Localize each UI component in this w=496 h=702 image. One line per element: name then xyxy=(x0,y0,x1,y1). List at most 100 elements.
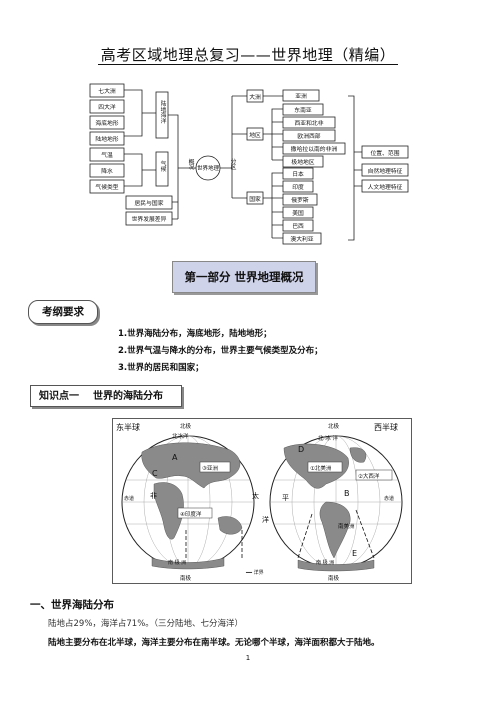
world-geography-concept-map: 七大洲 四大洋 海底地形 陆地地形 气温 降水 气候类型 居民与国家 世界发展差… xyxy=(89,83,409,245)
diagram-shape xyxy=(282,142,346,155)
diagram-shape xyxy=(282,167,314,180)
diagram-label: 南 极 洲 xyxy=(316,559,334,566)
east-hemisphere-label: 东半球 xyxy=(116,422,140,432)
diagram-label: 亚洲 xyxy=(295,93,307,100)
diagram-label: A xyxy=(172,453,178,462)
page-title: 高考区域地理总复习——世界地理（精编） xyxy=(100,46,396,64)
diagram-label: 气候类型 xyxy=(95,183,118,191)
box-land-terrain xyxy=(89,131,125,146)
diagram-label: 北极 xyxy=(180,422,192,430)
outline-list: 1.世界海陆分布，海底地形，陆地地形； 2.世界气温与降水的分布，世界主要气候类… xyxy=(118,326,323,377)
section-banner: 第一部分 世界地理概况 xyxy=(172,261,316,293)
diagram-label: E xyxy=(352,549,357,558)
outline-tag: 考纲要求 xyxy=(28,300,98,324)
diagram-label: 巴西 xyxy=(292,223,304,230)
diagram-label: 平 xyxy=(282,494,289,502)
diagram-shape xyxy=(282,155,324,168)
title-underline xyxy=(98,64,398,65)
box-climate xyxy=(89,179,125,194)
label-north-america: ①北美洲 xyxy=(310,464,332,472)
diagram-shape xyxy=(263,108,283,161)
diagram-label: 俄罗斯 xyxy=(291,196,309,204)
diagram-label: 日本 xyxy=(292,170,304,178)
diagram-label: 位置、范围 xyxy=(371,149,400,157)
diagram-label: 印度 xyxy=(292,183,304,191)
diagram-label: 北极 xyxy=(328,422,340,430)
diagram-shape xyxy=(282,89,320,102)
diagram-label: 气候 xyxy=(159,159,166,173)
diagram-label: 居民与国家 xyxy=(135,199,164,207)
diagram-label: 陆地海洋 xyxy=(159,100,166,125)
diagram-shape xyxy=(348,95,362,241)
diagram-label: 美国 xyxy=(292,209,304,217)
diagram-shape xyxy=(282,193,318,206)
diagram-label: 世界发展差异 xyxy=(132,215,167,223)
kp-number: 知识点一 xyxy=(39,391,79,402)
paragraph-bold: 陆地主要分布在北半球，海洋主要分布在南半球。无论哪个半球，海洋面积都大于陆地。 xyxy=(48,638,380,648)
dlabel: 七大洲 xyxy=(98,87,116,95)
box-development xyxy=(125,211,173,226)
box-seafloor xyxy=(89,115,125,130)
diagram-label: 世界地理 xyxy=(197,164,220,172)
diagram-shape xyxy=(177,507,213,519)
diagram-shape xyxy=(217,516,243,535)
diagram-label: 四大洋 xyxy=(98,103,116,111)
diagram-shape xyxy=(297,559,375,572)
diagram-label: 北冰洋 xyxy=(172,432,189,440)
diagram-label: 陆地地形 xyxy=(95,135,118,143)
diagram-shape xyxy=(199,461,231,473)
diagram-label: 南极 xyxy=(180,574,192,582)
hemisphere-map: 东半球 西半球 北极 北极 南极 南极 北冰洋 北 冰 洋 赤道 赤道 非 太 … xyxy=(112,418,412,584)
diagram-shape xyxy=(355,509,375,559)
diagram-shape xyxy=(282,116,336,129)
diagram-label: 南美洲 xyxy=(338,522,355,530)
diagram-label: 非 xyxy=(150,491,157,500)
diagram-label: 赤道 xyxy=(384,495,394,502)
diagram-shape xyxy=(151,557,225,570)
diagram-shape xyxy=(263,172,283,239)
diagram-shape xyxy=(282,103,324,116)
diagram-shape xyxy=(349,447,367,463)
diagram-shape xyxy=(141,442,241,489)
diagram-label: 海底地形 xyxy=(95,119,118,127)
diagram-label: 南极 xyxy=(328,574,340,582)
box-precipitation xyxy=(89,163,125,178)
diagram-label: B xyxy=(344,489,350,498)
section-heading: 一、世界海陆分布 xyxy=(30,599,114,611)
page-number: 1 xyxy=(245,654,251,662)
label-atlantic: ②大西洋 xyxy=(358,472,380,480)
diagram-label: 气温 xyxy=(101,151,113,159)
diagram-label: 西亚和北非 xyxy=(295,119,324,127)
diagram-label: 极地地区 xyxy=(291,158,314,166)
diagram-shape xyxy=(282,206,314,219)
diagram-shape xyxy=(297,513,313,559)
ocean-label-indian: ④印度洋 xyxy=(180,510,202,518)
west-hemisphere-label: 西半球 xyxy=(374,422,398,432)
box-residents xyxy=(125,195,173,210)
diagram-shape xyxy=(355,469,393,481)
diagram-label: 洋 xyxy=(262,515,269,524)
diagram-shape xyxy=(282,180,314,193)
knowledge-point-heading: 知识点一 世界的海陆分布 xyxy=(30,385,182,407)
diagram-shape xyxy=(282,129,336,142)
diagram-shape xyxy=(282,219,314,232)
box-four-oceans xyxy=(89,99,125,114)
legend: ━━ 洋界 xyxy=(245,569,264,576)
diagram-label: 欧洲西部 xyxy=(297,132,320,140)
diagram-label: 南 极 洲 xyxy=(168,559,186,566)
diagram-shape xyxy=(282,232,322,245)
diagram-label: 撒哈拉以南的非洲 xyxy=(291,145,338,153)
kp-title: 世界的海陆分布 xyxy=(93,391,163,402)
outline-item: 3.世界的居民和国家； xyxy=(118,363,204,373)
diagram-label: 降水 xyxy=(101,167,113,175)
box-temperature xyxy=(89,147,125,162)
diagram-shape xyxy=(319,501,351,559)
diagram-label: 自然地理特征 xyxy=(368,167,403,175)
diagram-label: 地区 xyxy=(249,131,261,139)
diagram-label: 赤道 xyxy=(124,495,134,502)
box-climate-group xyxy=(155,151,169,187)
diagram-label: 澳大利亚 xyxy=(290,235,313,243)
diagram-label: 概况 xyxy=(187,157,194,171)
diagram-label: 国家 xyxy=(249,195,261,203)
diagram-label: 人文地理特征 xyxy=(368,183,403,191)
